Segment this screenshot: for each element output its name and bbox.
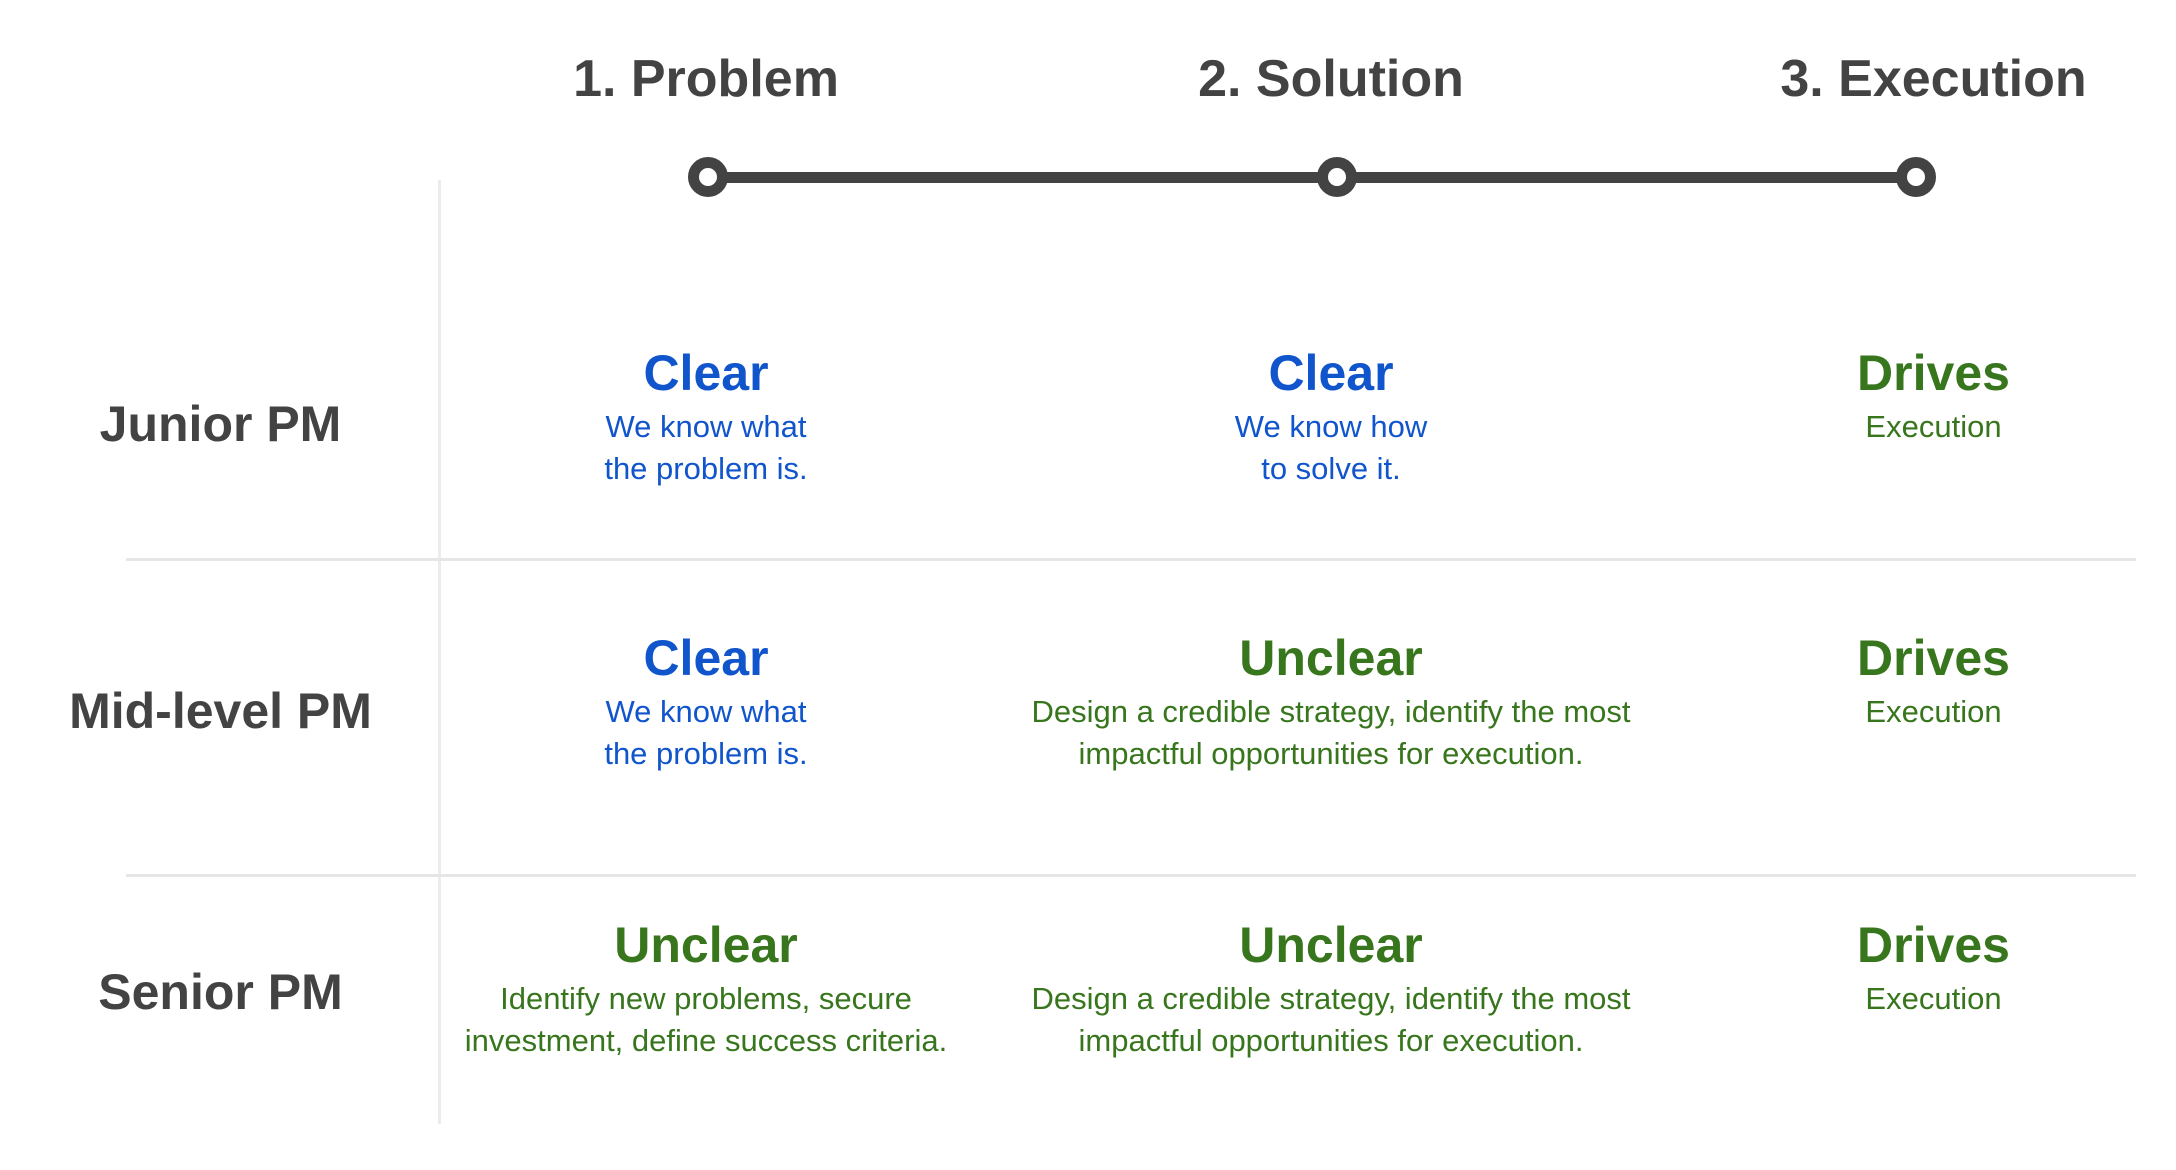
cell-senior-execution: Drives Execution <box>1691 875 2176 1170</box>
cell-mid-solution: Unclear Design a credible strategy, iden… <box>971 558 1691 875</box>
column-header-execution: 3. Execution <box>1780 50 2087 108</box>
cell-junior-solution: Clear We know how to solve it. <box>971 230 1691 558</box>
timeline-node-execution <box>1896 157 1936 197</box>
cell-detail: Design a credible strategy, identify the… <box>1031 981 1631 1058</box>
header-spacer <box>0 52 441 106</box>
cell-status: Unclear <box>614 917 798 973</box>
cell-status: Drives <box>1857 917 2010 973</box>
cell-detail: We know what the problem is. <box>604 694 808 771</box>
cell-status: Unclear <box>1239 630 1423 686</box>
cell-mid-problem: Clear We know what the problem is. <box>441 558 971 875</box>
row-label-cell: Senior PM <box>0 875 441 1170</box>
column-header-problem: 1. Problem <box>573 50 839 108</box>
cell-detail: Execution <box>1865 981 2002 1016</box>
column-divider <box>438 180 441 1124</box>
cell-junior-execution: Drives Execution <box>1691 230 2176 558</box>
cell-mid-execution: Drives Execution <box>1691 558 2176 875</box>
cell-junior-problem: Clear We know what the problem is. <box>441 230 971 558</box>
cell-status: Drives <box>1857 345 2010 401</box>
row-label-cell: Junior PM <box>0 230 441 558</box>
row-junior-pm: Junior PM Clear We know what the problem… <box>0 230 2176 558</box>
cell-detail: We know how to solve it. <box>1234 409 1428 486</box>
cell-status: Clear <box>643 630 769 686</box>
row-label-cell: Mid-level PM <box>0 558 441 875</box>
row-label-senior-pm: Senior PM <box>98 964 343 1020</box>
row-divider-1 <box>126 558 2136 561</box>
row-label-junior-pm: Junior PM <box>99 396 342 452</box>
cell-detail: Execution <box>1865 694 2002 729</box>
timeline-node-solution <box>1317 157 1357 197</box>
cell-senior-solution: Unclear Design a credible strategy, iden… <box>971 875 1691 1170</box>
cell-detail: Identify new problems, secure investment… <box>464 981 948 1058</box>
column-header-row: 1. Problem 2. Solution 3. Execution <box>0 52 2176 106</box>
timeline-node-problem <box>688 157 728 197</box>
cell-status: Unclear <box>1239 917 1423 973</box>
cell-status: Clear <box>1268 345 1394 401</box>
row-mid-level-pm: Mid-level PM Clear We know what the prob… <box>0 558 2176 875</box>
row-senior-pm: Senior PM Unclear Identify new problems,… <box>0 875 2176 1170</box>
cell-detail: Execution <box>1865 409 2002 444</box>
column-header-solution: 2. Solution <box>1198 50 1464 108</box>
cell-status: Drives <box>1857 630 2010 686</box>
cell-detail: We know what the problem is. <box>604 409 808 486</box>
cell-detail: Design a credible strategy, identify the… <box>1031 694 1631 771</box>
row-label-mid-level-pm: Mid-level PM <box>69 683 372 739</box>
cell-status: Clear <box>643 345 769 401</box>
timeline-line <box>708 172 1916 183</box>
row-divider-2 <box>126 874 2136 877</box>
cell-senior-problem: Unclear Identify new problems, secure in… <box>441 875 971 1170</box>
